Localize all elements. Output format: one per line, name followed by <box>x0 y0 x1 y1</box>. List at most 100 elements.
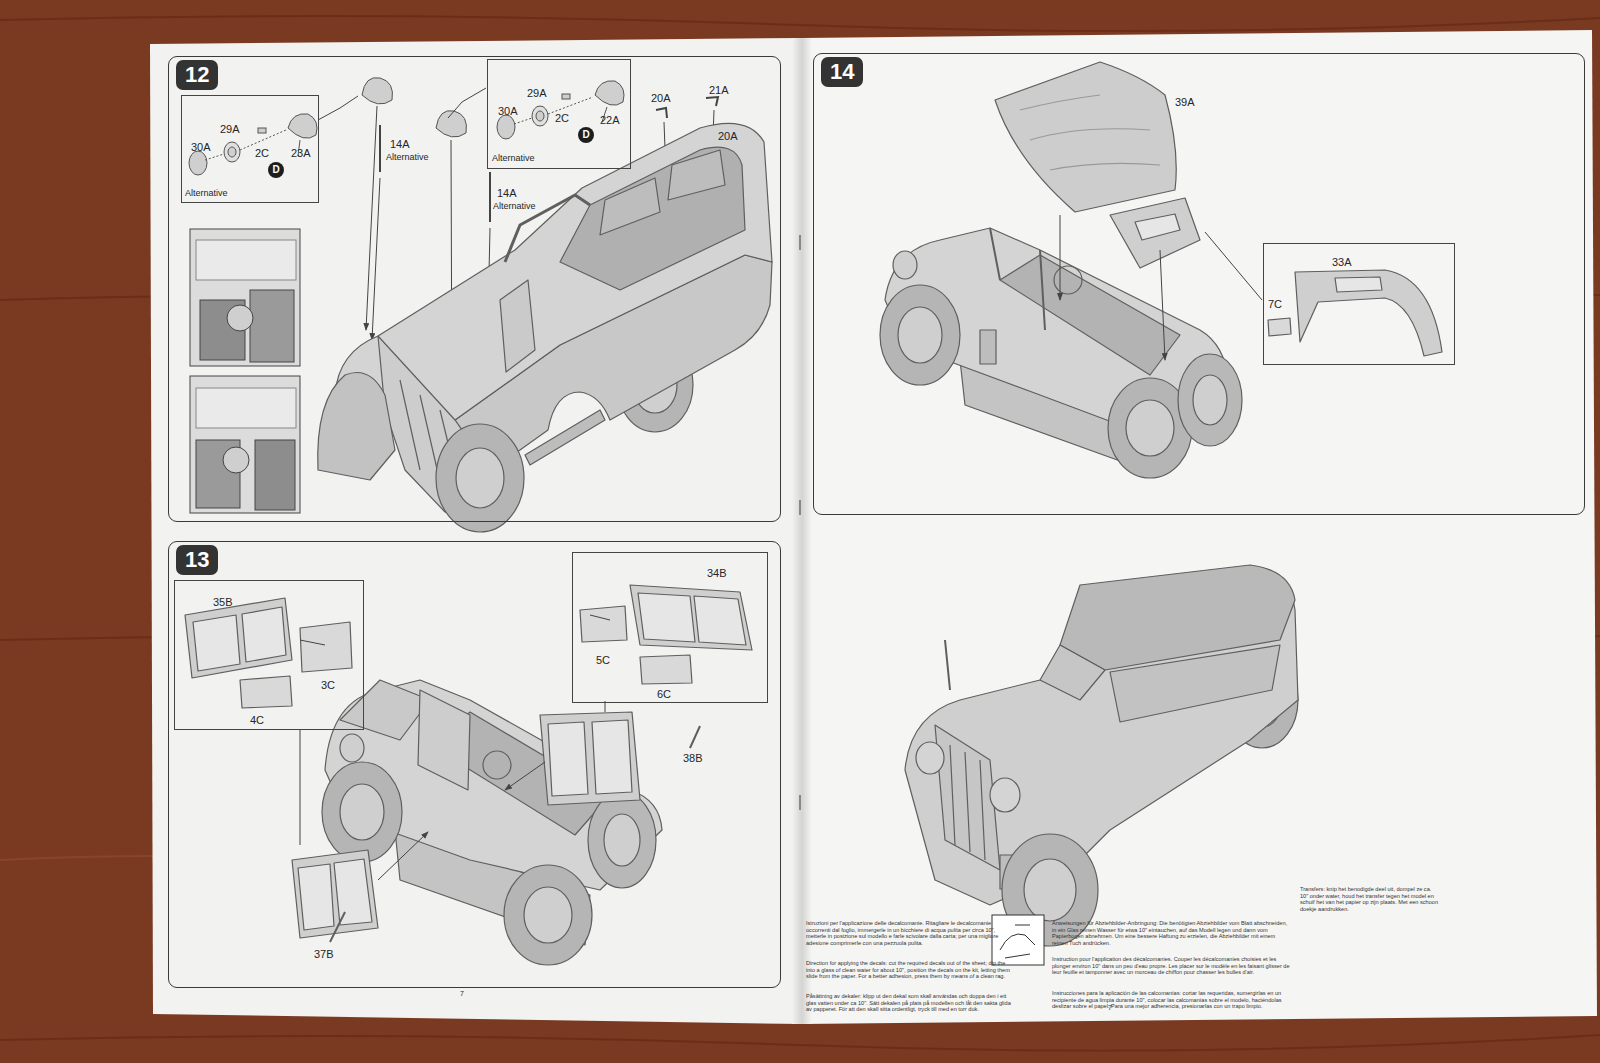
step-number: 13 <box>176 545 218 575</box>
headlight-parts <box>224 142 240 162</box>
part-number: 4C <box>250 714 264 726</box>
wood-table <box>0 16 1600 31</box>
car-illustration <box>300 622 352 672</box>
car-illustration <box>483 751 511 779</box>
leader-line <box>448 88 486 118</box>
car-illustration <box>898 307 942 363</box>
decal-instructions: Transfers: knip het benodigde deel uit, … <box>1300 886 1440 912</box>
car-illustration <box>418 690 470 790</box>
car-illustration <box>548 720 632 796</box>
car-illustration <box>1135 214 1180 240</box>
car-illustration <box>1020 95 1160 170</box>
headlight-parts <box>288 114 317 138</box>
car-illustration <box>880 285 960 385</box>
headlight-parts <box>514 118 532 124</box>
leader-line <box>1060 215 1061 300</box>
detail-inset: 29A 30A 2C 23A Alternative D <box>181 95 319 203</box>
headlight-parts <box>536 111 544 121</box>
photo-inset <box>250 290 294 362</box>
part-number: 38B <box>683 752 703 764</box>
part-number: 23A <box>291 147 311 159</box>
part-number: 33A <box>1332 256 1352 268</box>
part-number: 2C <box>555 112 569 124</box>
car-illustration <box>905 565 1298 946</box>
booklet-pages <box>150 38 802 1024</box>
leader-line <box>489 172 491 222</box>
car-illustration <box>525 410 605 465</box>
detail-inset: 29A30A2C22AAlternativeD <box>487 59 631 169</box>
car-illustration <box>880 62 1442 478</box>
leader-line <box>378 832 428 880</box>
leader-line <box>590 615 610 620</box>
detail-inset: 33A 7C <box>1263 243 1455 365</box>
booklet-pages <box>799 235 801 250</box>
car-illustration <box>193 607 286 671</box>
part-number: 34B <box>707 567 727 579</box>
car-illustration <box>1110 198 1200 268</box>
car-illustration <box>185 585 752 965</box>
part-number: 6C <box>657 688 671 700</box>
car-illustration <box>945 640 950 690</box>
step-number: 14 <box>821 57 863 87</box>
car-illustration <box>1126 400 1174 456</box>
car-illustration <box>668 150 725 200</box>
photo-inset <box>190 376 300 513</box>
car-illustration <box>990 778 1020 812</box>
headlight-parts <box>362 78 393 104</box>
photo-inset <box>190 229 300 366</box>
car-illustration <box>604 814 640 866</box>
leader-line <box>318 96 358 120</box>
part-number: 37B <box>314 948 334 960</box>
detail-inset: 34B5C6C <box>572 552 768 703</box>
car-illustration <box>600 178 660 235</box>
car-illustration <box>1054 266 1082 294</box>
part-number: 29A <box>220 123 240 135</box>
part-number: 30A <box>191 141 211 153</box>
car-illustration <box>1040 645 1105 700</box>
car-illustration <box>298 859 372 930</box>
car-illustration <box>990 228 1045 330</box>
part-number: 14A <box>497 187 517 199</box>
leader-line <box>656 108 667 118</box>
step-number: 12 <box>176 60 218 90</box>
car-illustration <box>916 742 944 774</box>
headlight-parts <box>532 106 548 126</box>
part-number: 21A <box>709 84 729 96</box>
part-number: 7C <box>1268 298 1282 310</box>
car-illustration <box>340 680 430 740</box>
paint-code: D <box>582 130 589 140</box>
part-number: 2C <box>255 147 269 159</box>
leader-line <box>1205 232 1262 300</box>
car-illustration <box>1000 255 1180 375</box>
decal-icon <box>992 915 1044 965</box>
decal-instructions: Istruzioni per l'applicazione delle deca… <box>806 920 1014 946</box>
car-illustration <box>185 598 292 678</box>
page-number: 7 <box>460 990 464 998</box>
step-panel: 14 33A 7C <box>813 53 1585 515</box>
photo-inset <box>255 440 295 510</box>
part-number: 35B <box>213 596 233 608</box>
car-illustration <box>330 912 345 942</box>
car-illustration <box>630 585 752 650</box>
car-illustration <box>524 887 572 943</box>
page-number: 7 <box>1108 1004 1112 1012</box>
car-illustration <box>638 593 746 645</box>
part-number: Alternative <box>185 188 228 198</box>
car-illustration <box>456 448 504 508</box>
part-number: 20A <box>651 92 671 104</box>
leader-line <box>1060 215 1262 360</box>
leader-line <box>372 178 380 340</box>
part-number: Alternative <box>492 153 535 163</box>
leader-line <box>505 762 545 790</box>
car-illustration <box>640 655 692 684</box>
photo-inset <box>196 240 296 280</box>
decal-instructions: Anweisungen für Abziehbilder-Anbringung:… <box>1052 920 1290 946</box>
part-number: Alternative <box>386 152 429 162</box>
headlight-parts <box>228 147 236 157</box>
headlight-parts <box>562 94 570 99</box>
paint-code-circle: D <box>268 162 284 178</box>
car-illustration <box>540 712 640 805</box>
part-number: 14A <box>390 138 410 150</box>
